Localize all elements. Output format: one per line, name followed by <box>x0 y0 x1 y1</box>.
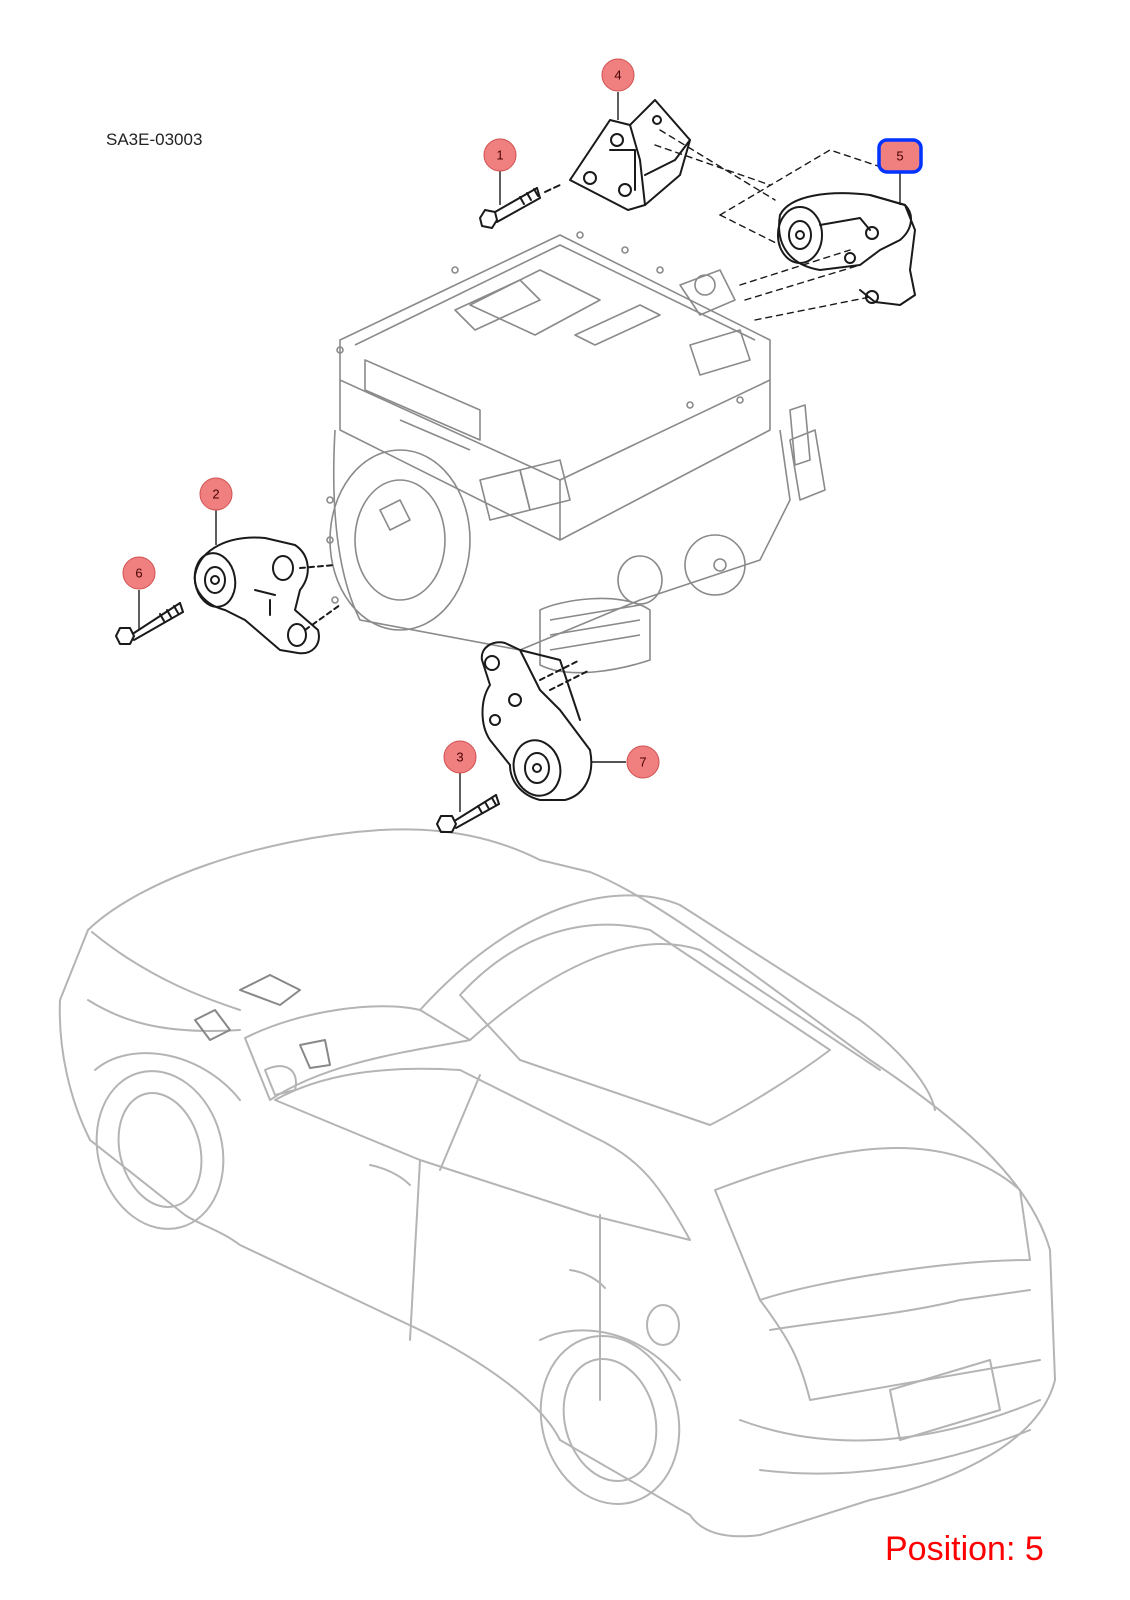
callout-1-marker <box>483 138 517 172</box>
callout-leaders <box>138 92 901 812</box>
callout-5-number: 5 <box>896 149 903 164</box>
part-5-mount <box>777 192 916 306</box>
callout-3-marker <box>443 740 477 774</box>
callout-4[interactable]: 4 <box>601 58 635 92</box>
callout-6-number: 6 <box>135 566 142 581</box>
callout-2-number: 2 <box>212 487 219 502</box>
callout-4-marker <box>601 58 635 92</box>
callout-3-number: 3 <box>456 750 463 765</box>
position-value: 5 <box>1024 1530 1044 1568</box>
part-1-bolt <box>479 184 561 229</box>
callout-5-selected-marker <box>877 138 923 174</box>
callout-6[interactable]: 6 <box>122 556 156 590</box>
callout-3[interactable]: 3 <box>443 740 477 774</box>
callout-2-marker <box>199 477 233 511</box>
callout-7-marker <box>626 745 660 779</box>
vehicle-outline <box>58 828 1056 1538</box>
part-6-bolt <box>115 602 184 645</box>
position-indicator: Position: 5 <box>885 1530 1044 1569</box>
drive-unit <box>326 231 826 674</box>
part-2-mount <box>193 536 341 655</box>
part-4-bracket <box>569 99 691 211</box>
part-3-bolt <box>436 794 500 833</box>
mount-parts <box>115 99 916 833</box>
part-7-mount <box>480 641 593 801</box>
callout-6-marker <box>122 556 156 590</box>
position-label: Position: <box>885 1530 1016 1568</box>
callout-5[interactable]: 5 <box>877 138 923 174</box>
callout-2[interactable]: 2 <box>199 477 233 511</box>
diagram-code: SA3E-03003 <box>106 130 203 149</box>
callout-7-number: 7 <box>639 755 646 770</box>
callout-7[interactable]: 7 <box>626 745 660 779</box>
callout-4-number: 4 <box>614 68 621 83</box>
callout-1-number: 1 <box>496 148 503 163</box>
callout-1[interactable]: 1 <box>483 138 517 172</box>
